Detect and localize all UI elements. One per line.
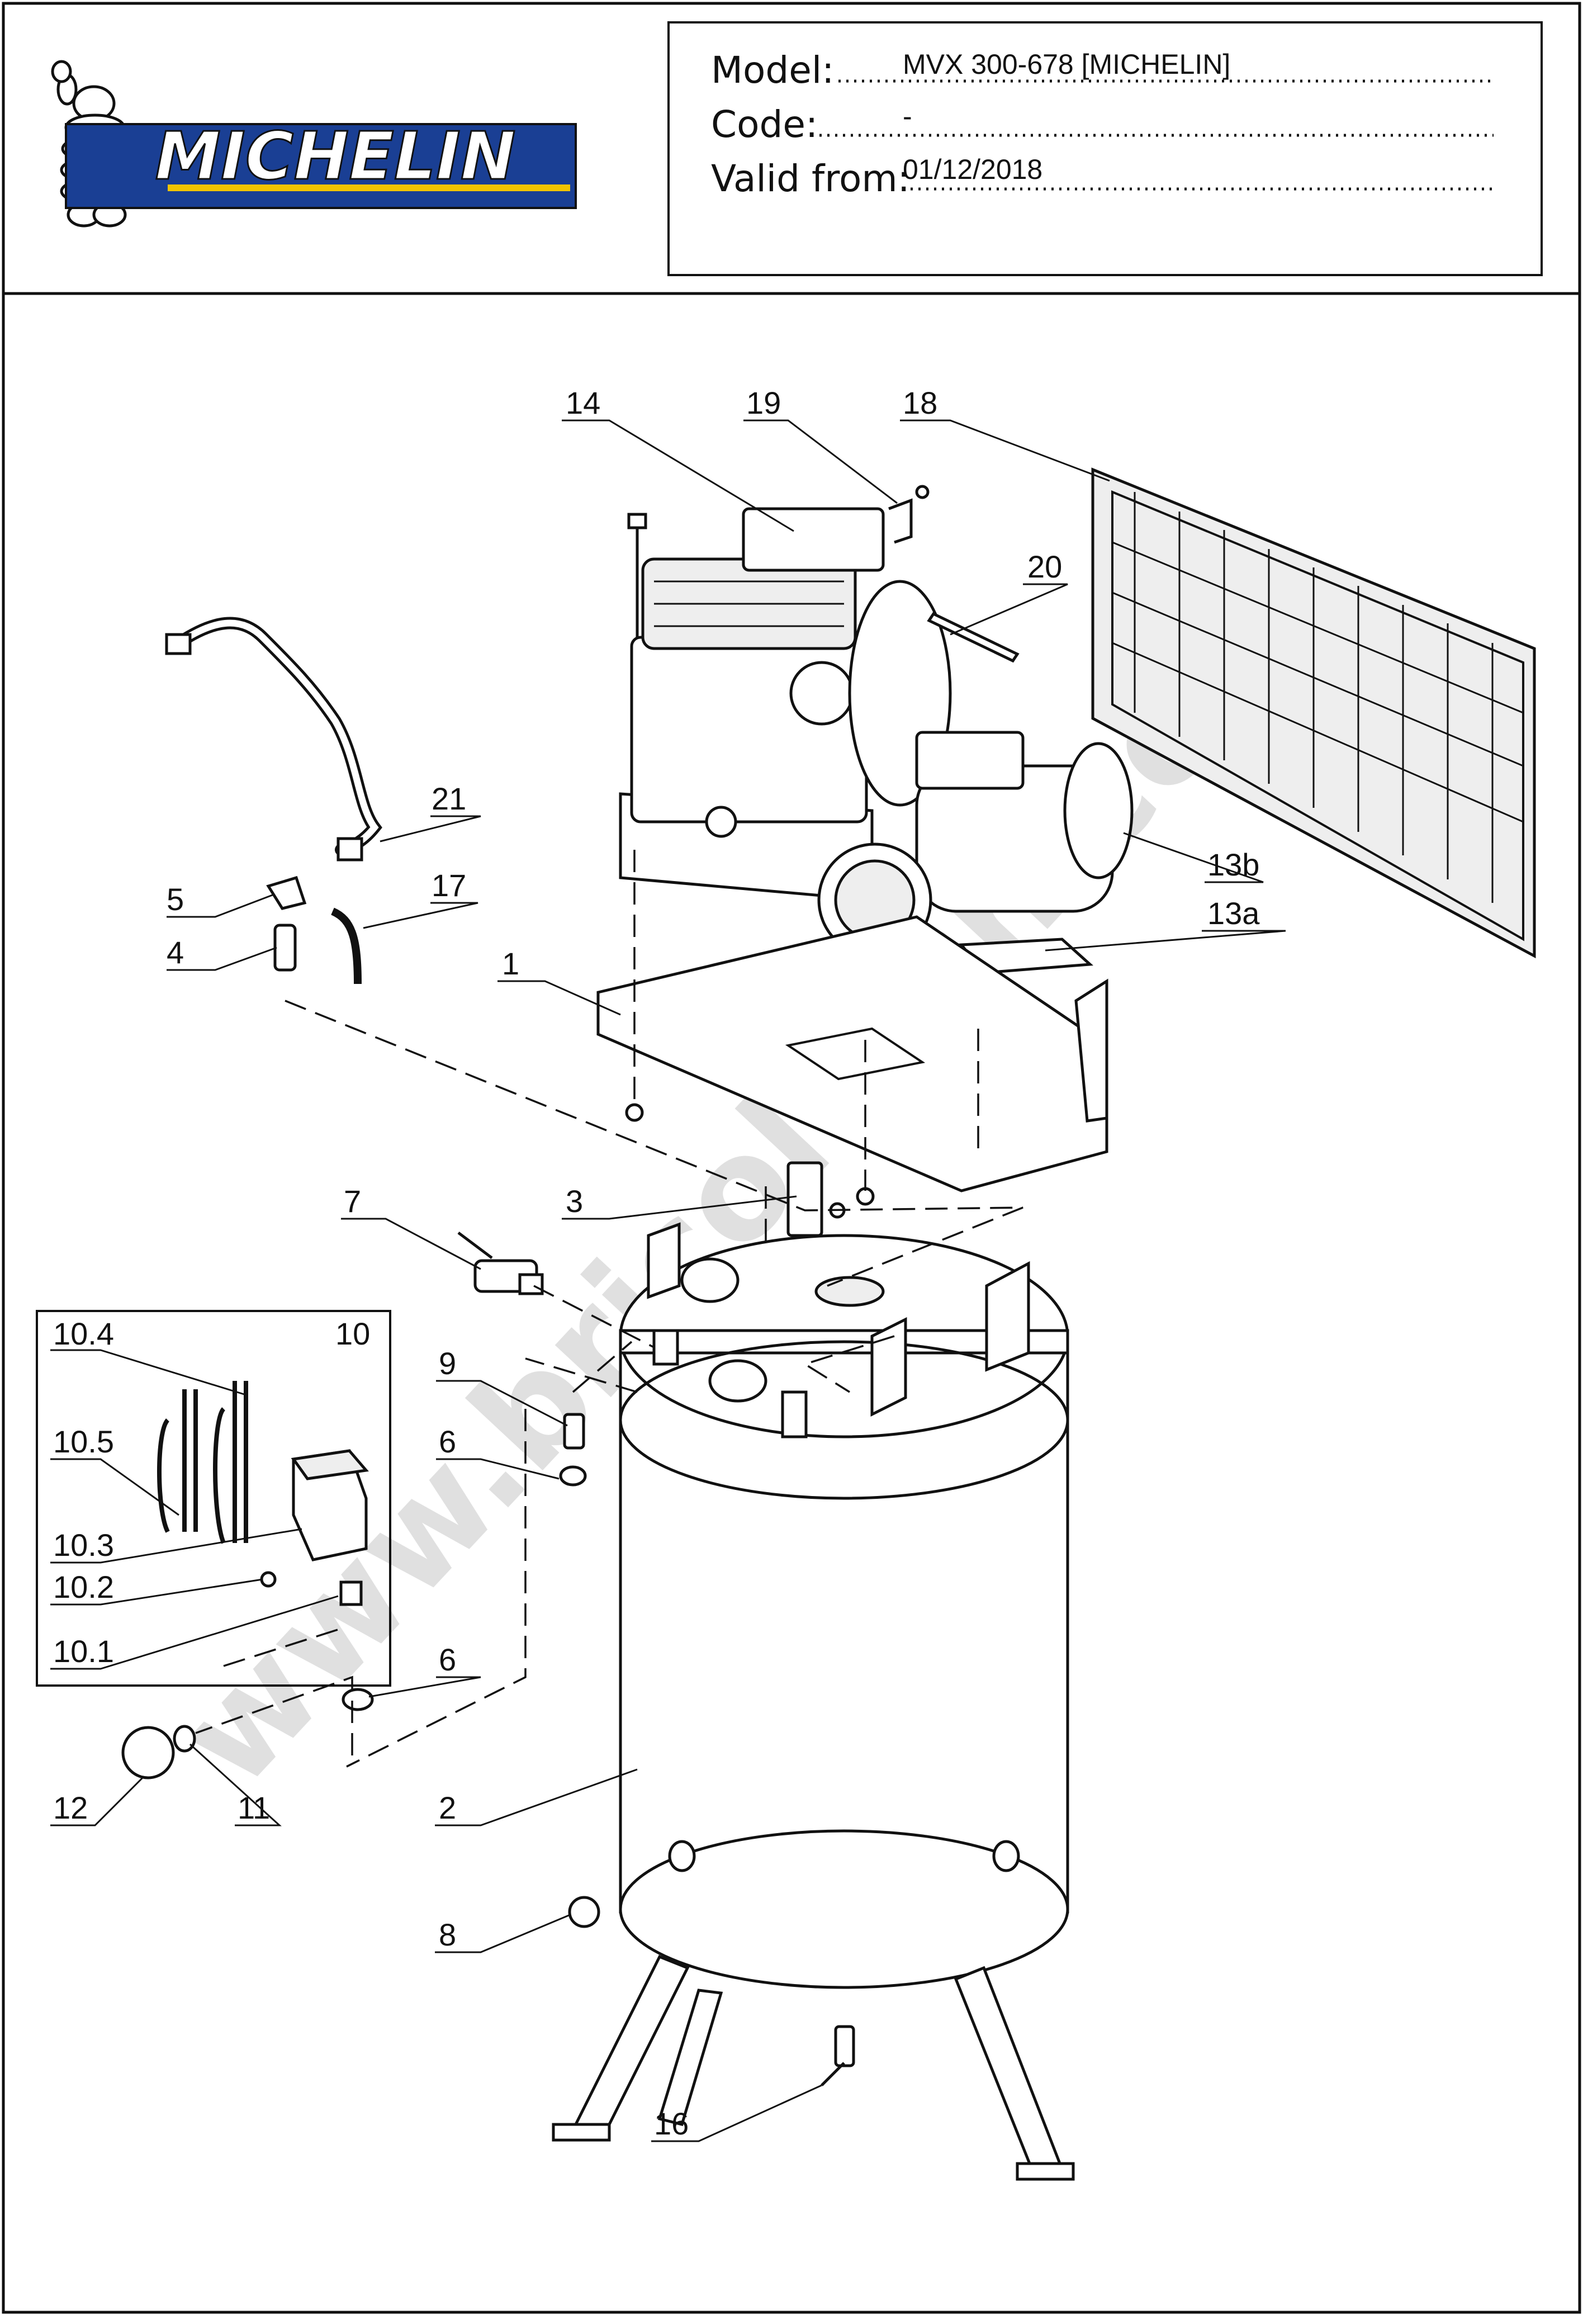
callout-13b: 13b	[1207, 847, 1259, 882]
tank-leg-rear	[657, 1989, 723, 2127]
part-10-1-fitting	[339, 1580, 363, 1606]
part-1-foot-bolt	[625, 1103, 644, 1122]
tank-leg-front-right	[954, 1966, 1064, 2176]
logo-yellow-stripe	[168, 184, 570, 191]
model-label: Model:	[711, 49, 834, 92]
pressure-switch-inset-box	[36, 1310, 391, 1687]
callout-8: 8	[439, 1917, 456, 1952]
part-20-belt	[927, 612, 1020, 663]
callout-9: 9	[439, 1346, 456, 1381]
part-16-drain-valve	[821, 2025, 855, 2086]
callout-10-5: 10.5	[53, 1424, 114, 1459]
callout-16: 16	[654, 2106, 689, 2141]
part-6-reducer-top	[559, 1465, 587, 1487]
code-label: Code:	[711, 103, 818, 146]
part-1-plate-flange	[1074, 978, 1108, 1123]
model-value: MVX 300-678 [MICHELIN]	[903, 49, 1230, 80]
callout-leaders	[50, 419, 1286, 2142]
part-13-electric-motor	[817, 731, 1134, 974]
part-19-bracket	[888, 498, 913, 544]
valid-from-label: Valid from:	[711, 157, 910, 200]
callout-labels: 14 19 18 20 21 5 17 4 1 13b 13a 7 3 10 1…	[53, 385, 1260, 2141]
callout-3: 3	[566, 1184, 583, 1219]
michelin-logo: MICHELIN	[51, 60, 577, 228]
callout-18: 18	[903, 385, 937, 420]
part-5-elbow-fitting	[266, 875, 307, 910]
part-11-gauge-fitting	[173, 1725, 196, 1753]
callout-10-1: 10.1	[53, 1634, 114, 1669]
part-9-nipple	[563, 1413, 585, 1450]
callout-12: 12	[53, 1790, 88, 1825]
callout-10-2: 10.2	[53, 1569, 114, 1604]
callout-10-4: 10.4	[53, 1316, 114, 1351]
logo-wordmark: MICHELIN	[155, 117, 515, 195]
callout-17: 17	[432, 868, 466, 903]
callout-19: 19	[746, 385, 781, 420]
part-21-pipe-nut-bottom	[336, 837, 363, 862]
callout-10-3: 10.3	[53, 1527, 114, 1563]
logo-blue-band	[65, 123, 577, 209]
callout-6-top: 6	[439, 1424, 456, 1459]
callout-21: 21	[432, 781, 466, 816]
callout-1: 1	[502, 946, 519, 981]
part-14-compressor-pump	[619, 507, 885, 902]
part-3-bracket	[786, 1161, 823, 1237]
part-2-air-receiver-tank	[619, 1222, 1069, 1989]
valid-from-value: 01/12/2018	[903, 154, 1042, 185]
part-18-belt-guard-grille	[1091, 467, 1536, 959]
part-10-2-screw	[260, 1571, 277, 1588]
code-value: -	[903, 101, 912, 132]
callout-14: 14	[566, 385, 600, 420]
part-17-tube	[330, 907, 362, 984]
callout-2: 2	[439, 1790, 456, 1825]
part-21-pipe-nut-top	[165, 633, 192, 655]
callout-13a: 13a	[1207, 896, 1260, 931]
part-10-pressure-switch	[291, 1449, 369, 1561]
callout-7: 7	[344, 1184, 361, 1219]
part-7-ball-valve	[457, 1232, 544, 1295]
part-6-reducer-bottom	[342, 1688, 374, 1711]
assembly-dashed-lines	[195, 850, 1023, 1768]
part-10-4-10-5-cables	[157, 1381, 248, 1544]
part-12-pressure-gauge	[121, 1726, 175, 1779]
callout-11: 11	[238, 1790, 270, 1825]
callout-4: 4	[167, 935, 184, 970]
callout-10: 10	[335, 1316, 370, 1351]
callout-5: 5	[167, 882, 184, 917]
part-8-plug	[568, 1896, 600, 1928]
callout-20: 20	[1027, 549, 1062, 584]
part-19-washer	[915, 485, 930, 499]
part-4-check-valve	[273, 924, 297, 972]
callout-6-bottom: 6	[439, 1642, 456, 1677]
header-info-box	[667, 21, 1543, 276]
part-1-mounting-plate	[596, 915, 1108, 1192]
